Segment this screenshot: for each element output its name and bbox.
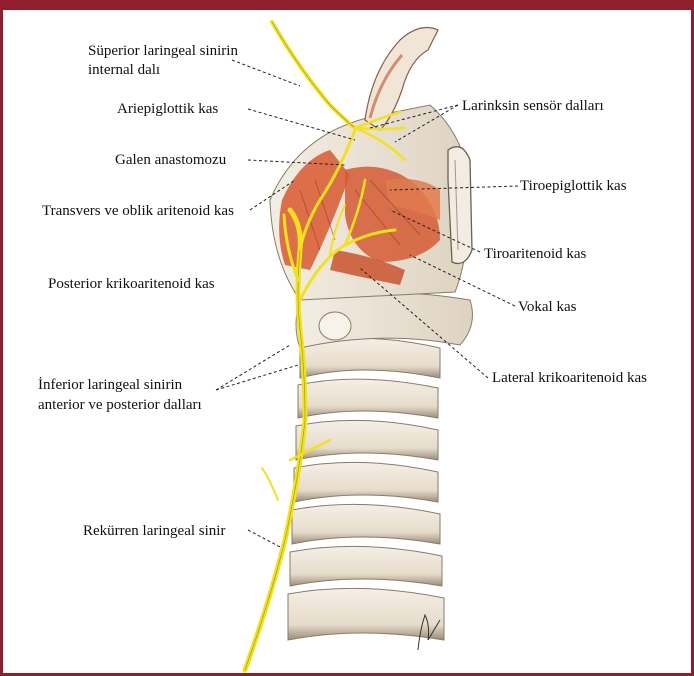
sensory-branch: [355, 128, 405, 129]
trachea-ring: [292, 504, 440, 544]
label-vocal: Vokal kas: [518, 298, 576, 316]
label-transverse-oblique: Transvers ve oblik aritenoid kas: [42, 202, 234, 220]
thyroid-horn: [448, 147, 472, 264]
label-sensory-branches: Larinksin sensör dalları: [462, 97, 604, 115]
label-superior-laryngeal-2: internal dalı: [88, 61, 160, 79]
nerve-twig: [262, 468, 278, 500]
trachea: [288, 338, 444, 640]
label-thyroepiglottic: Tiroepiglottik kas: [520, 177, 627, 195]
label-superior-laryngeal-1: Süperior laringeal sinirin: [88, 42, 238, 60]
label-ariepiglottic: Ariepiglottik kas: [117, 100, 218, 118]
label-posterior-crico: Posterior krikoaritenoid kas: [48, 275, 215, 293]
label-thyroarytenoid: Tiroaritenoid kas: [484, 245, 586, 263]
trachea-ring: [290, 546, 442, 586]
label-recurrent: Rekürren laringeal sinir: [83, 522, 225, 540]
label-inferior-1: İnferior laringeal sinirin: [38, 376, 182, 394]
trachea-ring: [294, 462, 438, 502]
trachea-ring: [296, 420, 438, 460]
superior-laryngeal-internal-branch: [272, 22, 355, 128]
label-lateral-crico: Lateral krikoaritenoid kas: [492, 369, 647, 387]
label-inferior-2: anterior ve posterior dalları: [38, 396, 202, 414]
cricothyroid-joint: [319, 312, 351, 340]
label-galen: Galen anastomozu: [115, 151, 226, 169]
trachea-ring: [298, 379, 438, 418]
